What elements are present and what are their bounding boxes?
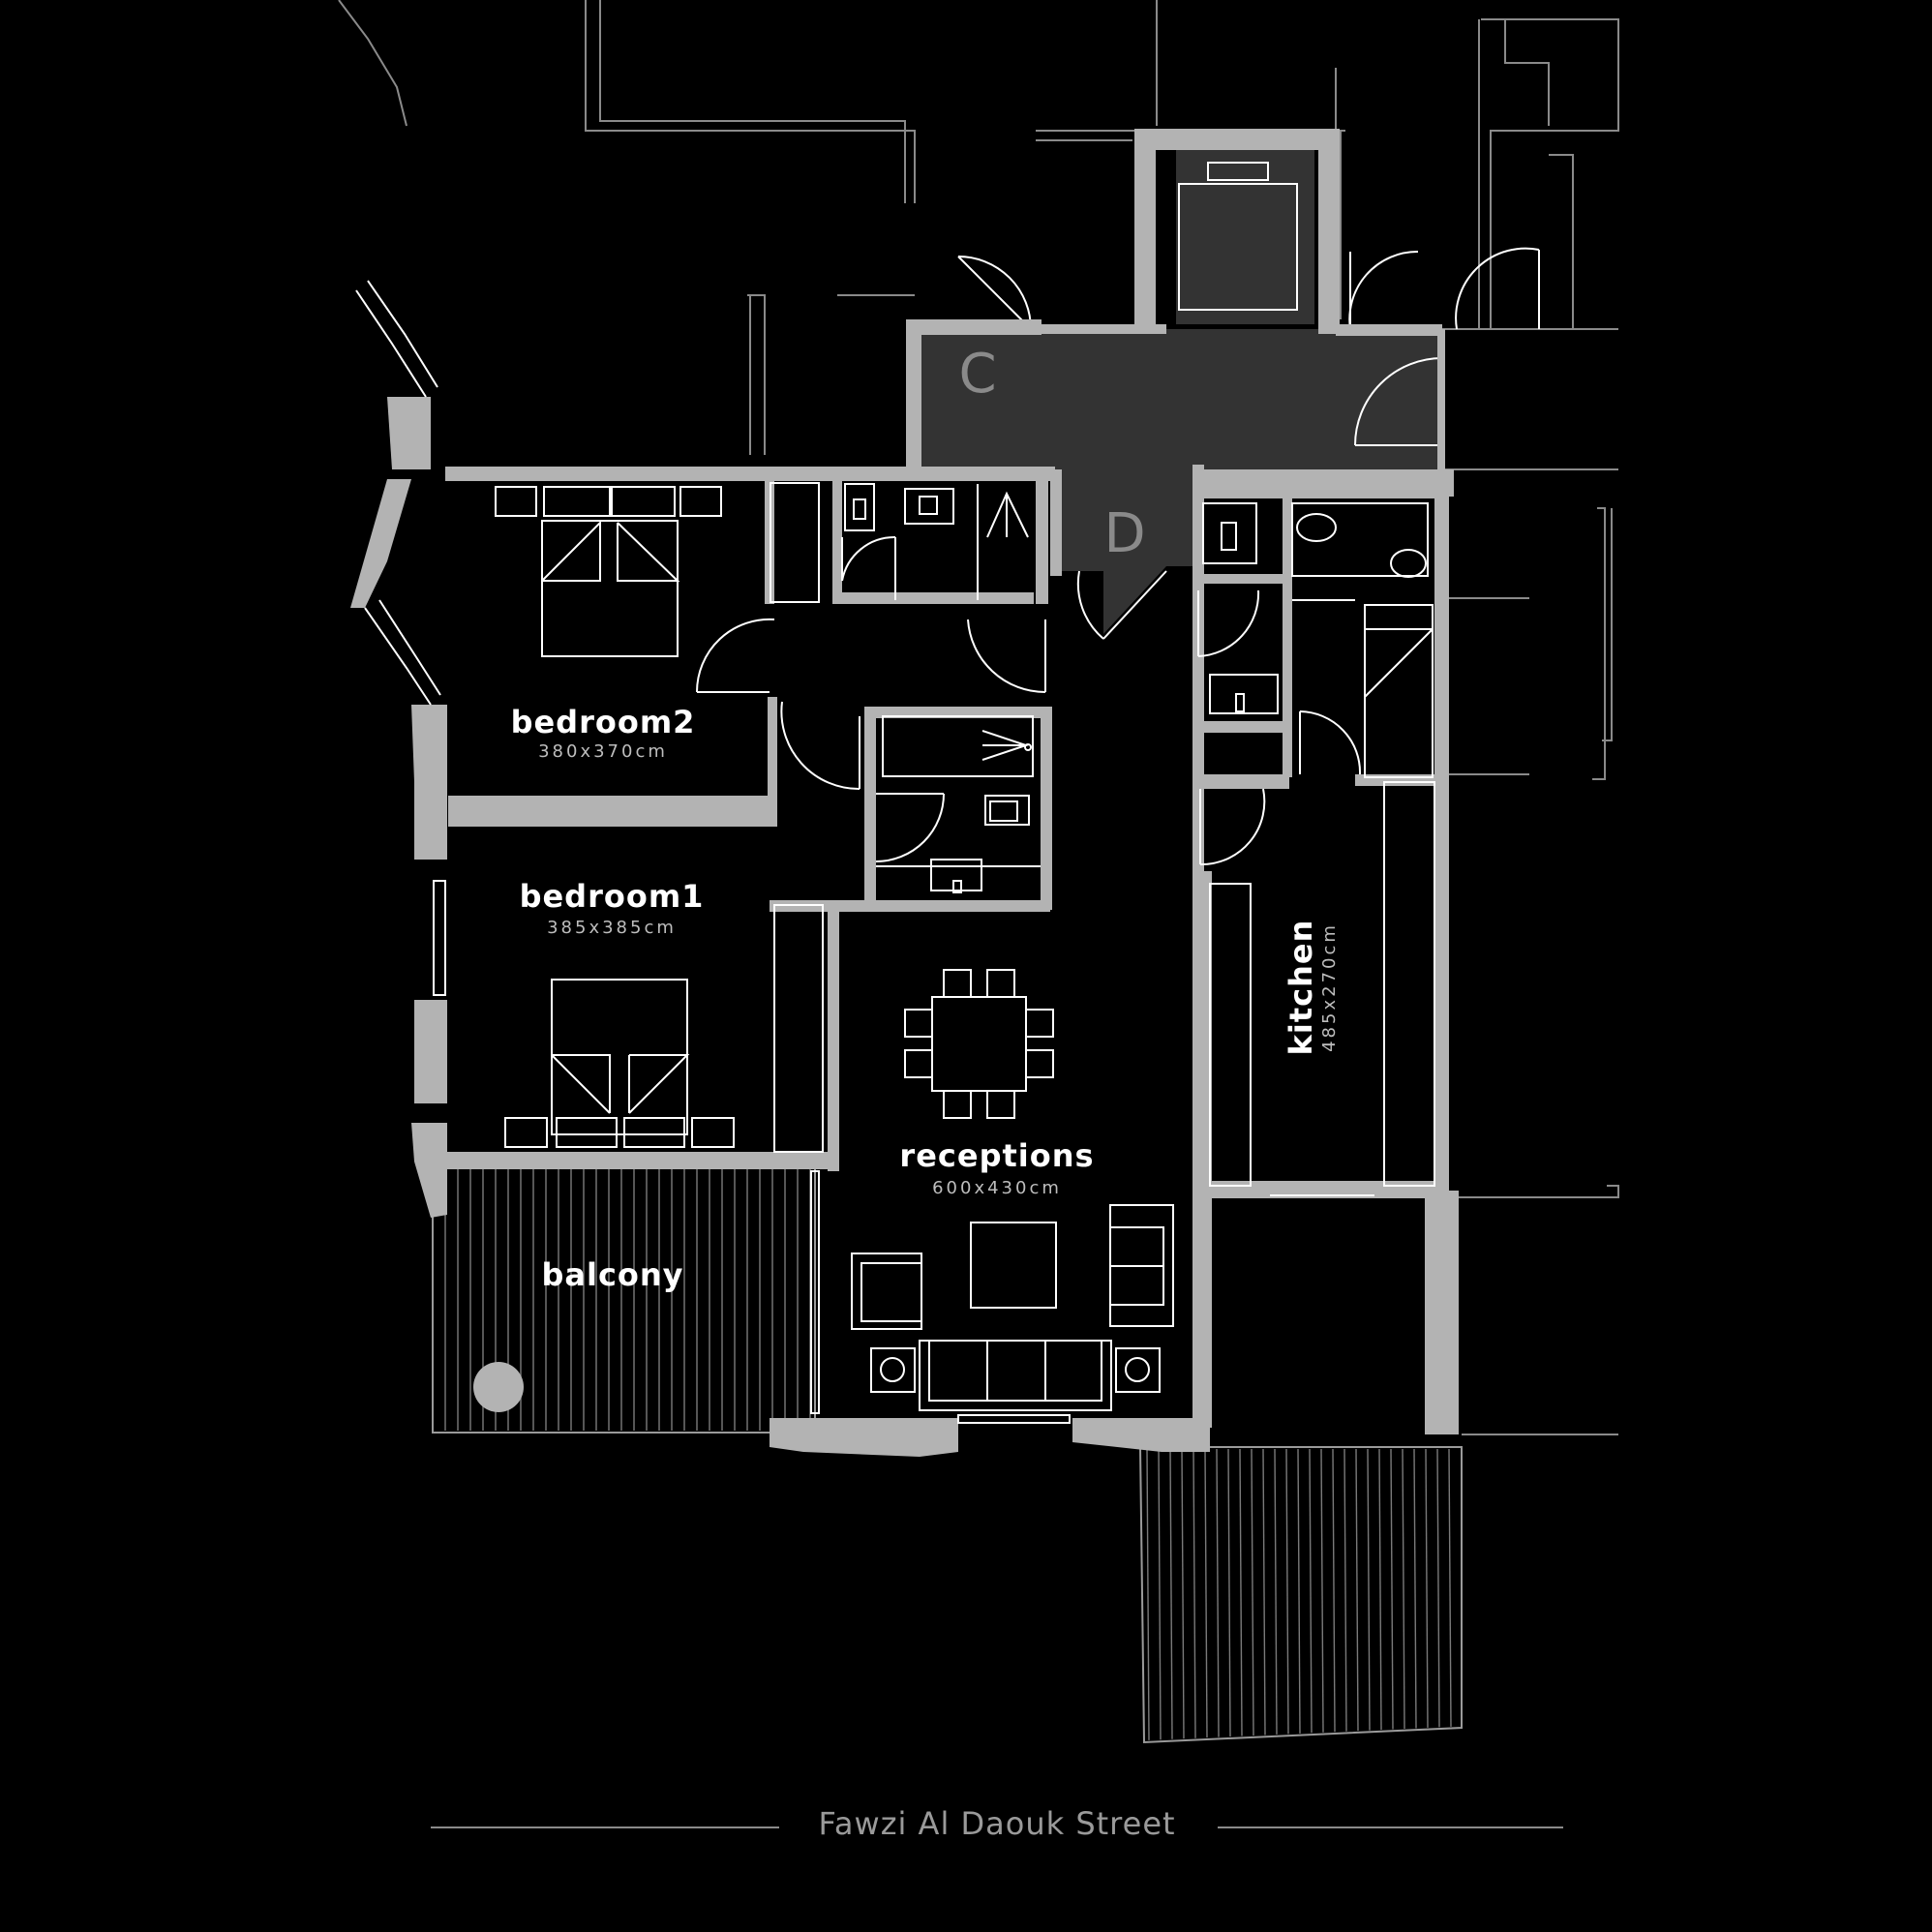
deck-board xyxy=(1251,1448,1254,1736)
room-name-bedroom2: bedroom2 xyxy=(511,704,696,740)
bedroom1-furniture xyxy=(504,904,824,1153)
room-size-kitchen: 485x270cm xyxy=(1319,922,1340,1052)
deck-board xyxy=(1216,1448,1220,1737)
deck-board xyxy=(1390,1448,1394,1730)
kitchen-furniture xyxy=(1197,502,1435,1187)
bedroom2-furniture xyxy=(495,482,1046,694)
double-bed-bedroom2 xyxy=(541,520,679,657)
room-name-bedroom1: bedroom1 xyxy=(520,878,705,915)
deck-board xyxy=(1436,1448,1440,1728)
deck-board xyxy=(1413,1448,1417,1729)
double-bed-bedroom1 xyxy=(551,979,688,1135)
deck-board xyxy=(1378,1448,1382,1731)
deck-board xyxy=(1402,1448,1405,1729)
neighbour-outlines xyxy=(338,0,1619,1828)
deck-board xyxy=(1192,1448,1196,1738)
walls xyxy=(350,129,1459,1457)
deck-board xyxy=(1309,1448,1313,1734)
deck-board xyxy=(1181,1448,1185,1739)
terrace-right xyxy=(1138,1446,1463,1744)
street-name: Fawzi Al Daouk Street xyxy=(818,1805,1175,1842)
room-size-bedroom2: 380x370cm xyxy=(538,741,668,762)
deck-board xyxy=(1425,1448,1429,1728)
deck-board xyxy=(1146,1448,1150,1740)
deck-board xyxy=(1320,1448,1324,1733)
coffee-table xyxy=(970,1222,1057,1309)
deck-board xyxy=(1367,1448,1371,1731)
kitchen-counter-right xyxy=(1383,781,1435,1187)
deck-board xyxy=(1355,1448,1359,1732)
balcony-left xyxy=(432,1165,816,1434)
core-label-d: D xyxy=(1103,502,1145,565)
kitchen-counter-left xyxy=(1209,883,1252,1187)
deck-board xyxy=(1285,1448,1289,1735)
deck-board xyxy=(1343,1448,1347,1732)
core-label-c: C xyxy=(958,343,996,406)
street-caption: Fawzi Al Daouk Street xyxy=(818,1805,1175,1842)
windows xyxy=(355,280,1374,1424)
dining-table xyxy=(931,996,1027,1092)
room-name-kitchen: kitchen xyxy=(1283,920,1319,1056)
planter-icon xyxy=(473,1362,524,1412)
deck-board xyxy=(1332,1448,1336,1733)
deck-board xyxy=(1169,1448,1173,1739)
deck-board xyxy=(1227,1448,1231,1737)
room-name-receptions: receptions xyxy=(899,1137,1094,1174)
deck-board xyxy=(1262,1448,1266,1736)
room-size-receptions: 600x430cm xyxy=(932,1178,1062,1198)
room-labels: bedroom2 380x370cm bedroom1 385x385cm re… xyxy=(511,704,1340,1293)
hall-bathroom xyxy=(780,701,1041,893)
deck-board xyxy=(1204,1448,1208,1738)
deck-board xyxy=(1297,1448,1301,1734)
room-name-balcony: balcony xyxy=(541,1256,683,1293)
deck-board xyxy=(1239,1448,1243,1736)
room-size-bedroom1: 385x385cm xyxy=(547,918,677,938)
reception-furniture xyxy=(851,969,1174,1411)
deck-board xyxy=(1158,1448,1162,1740)
deck-board xyxy=(1274,1448,1278,1735)
deck-board xyxy=(1448,1448,1452,1727)
